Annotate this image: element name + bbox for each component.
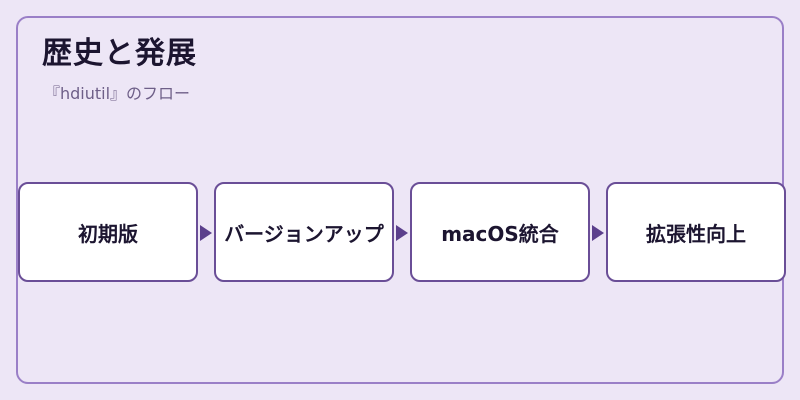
flow-step-initial-version: 初期版 — [18, 182, 198, 282]
flow-step-macos-integration: macOS統合 — [410, 182, 590, 282]
flow-step-extensibility: 拡張性向上 — [606, 182, 786, 282]
page-title: 歴史と発展 — [42, 36, 197, 71]
flow-arrow-right-icon — [200, 225, 212, 241]
flow-arrow-right-icon — [592, 225, 604, 241]
flow-diagram: 初期版 バージョンアップ macOS統合 拡張性向上 — [18, 182, 786, 282]
diagram-frame: 歴史と発展 『hdiutil』のフロー 初期版 バージョンアップ macOS統合… — [16, 16, 786, 384]
flow-arrow-right-icon — [396, 225, 408, 241]
page-subtitle: 『hdiutil』のフロー — [44, 84, 191, 103]
flow-step-version-up: バージョンアップ — [214, 182, 394, 282]
